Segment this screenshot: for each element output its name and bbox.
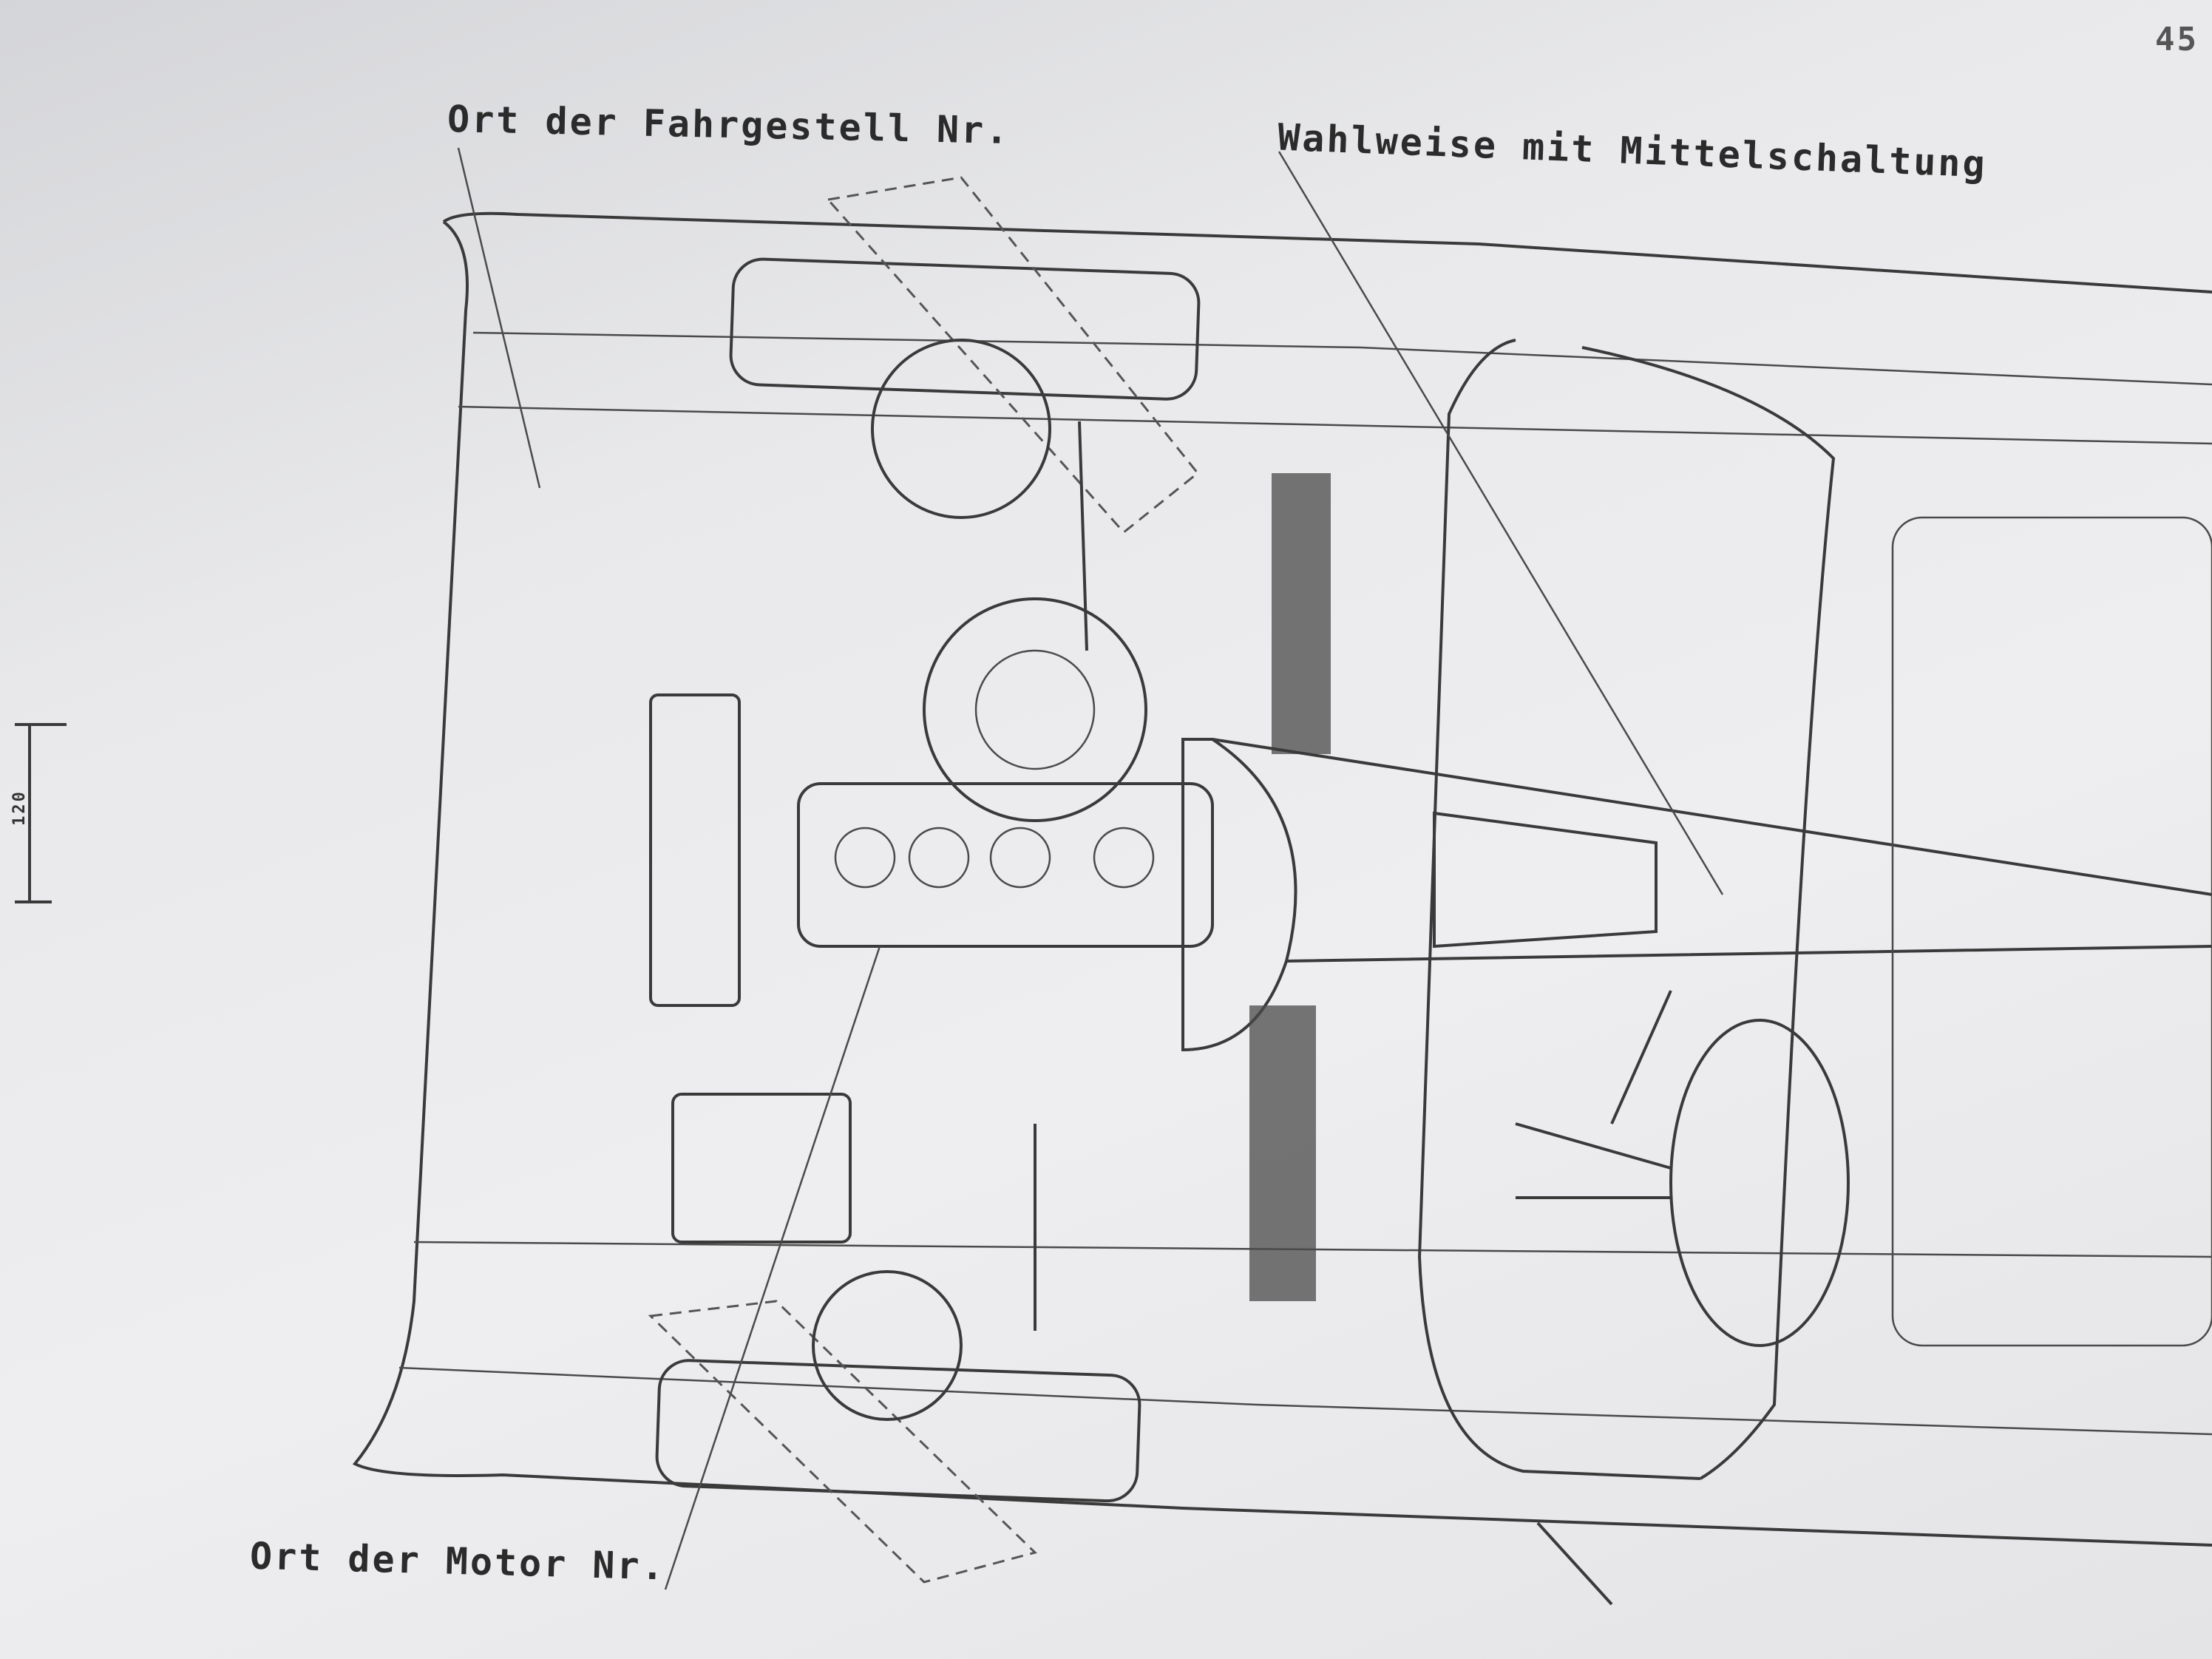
air-filter bbox=[923, 597, 1147, 822]
cylinder-2 bbox=[908, 827, 970, 889]
cylinder-3 bbox=[989, 827, 1051, 889]
door-frame bbox=[1417, 339, 1701, 1480]
vent-bottom bbox=[1249, 1005, 1316, 1301]
door-frame-inner bbox=[1581, 346, 1836, 1480]
body-outline bbox=[352, 211, 2212, 1547]
leader-chassis bbox=[457, 147, 541, 489]
gear-lever bbox=[1610, 990, 1672, 1124]
frame-rail-top bbox=[458, 405, 2212, 445]
wheel-lock-dashed-top bbox=[826, 176, 1200, 535]
wheel-lock-dashed-bottom bbox=[648, 1300, 1037, 1584]
air-filter-inner bbox=[974, 649, 1096, 770]
dimension-line bbox=[15, 723, 67, 903]
steering-wheel bbox=[1669, 1019, 1850, 1347]
page-number: 45 bbox=[2155, 21, 2199, 58]
handbrake bbox=[1536, 1521, 1613, 1606]
leader-engine bbox=[664, 946, 881, 1590]
front-wheel-top bbox=[729, 257, 1201, 401]
front-wheel-bottom bbox=[655, 1359, 1141, 1503]
body-inner-line bbox=[398, 331, 2212, 1436]
gearbox-housing bbox=[1181, 738, 1297, 1052]
radiator bbox=[649, 693, 741, 1007]
engine-block bbox=[797, 782, 1214, 948]
cylinder-4 bbox=[1093, 827, 1155, 889]
transmission-tunnel bbox=[1433, 811, 1658, 949]
suspension-bottom bbox=[812, 1270, 963, 1421]
dimension-label: 120 bbox=[10, 790, 29, 826]
seat bbox=[1891, 516, 2212, 1347]
driveshaft bbox=[1212, 738, 2212, 963]
suspension-top bbox=[871, 339, 1051, 519]
cylinder-1 bbox=[834, 827, 896, 889]
steering-column bbox=[1515, 1122, 1672, 1199]
vent-top bbox=[1272, 473, 1331, 754]
battery bbox=[671, 1093, 852, 1244]
leader-gear bbox=[1278, 151, 1724, 895]
